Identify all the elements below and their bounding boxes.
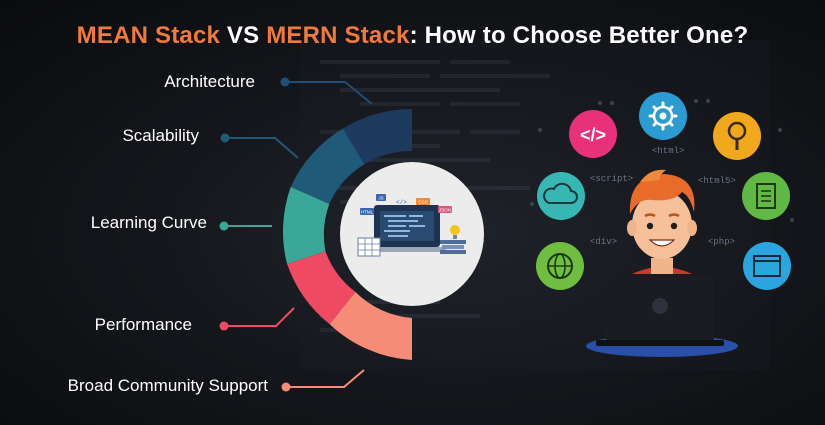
connector-dot-architecture — [280, 77, 290, 87]
window-icon — [743, 242, 791, 290]
connector-dot-performance — [219, 321, 229, 331]
document-icon — [742, 172, 790, 220]
code-brackets-icon: </> — [569, 110, 617, 158]
code-tag-script: <script> — [590, 174, 633, 184]
donut-segment-performance — [287, 251, 356, 325]
developer-laptop — [596, 274, 724, 346]
donut-segment-architecture — [342, 108, 412, 165]
globe-icon — [536, 242, 584, 290]
laptop-base — [368, 247, 446, 252]
code-tag-php: <php> — [708, 237, 735, 247]
code-tag-html: <html> — [652, 146, 684, 156]
calendar-icon — [357, 237, 381, 257]
connector-scalability — [225, 137, 299, 159]
tag-json: JSON — [439, 208, 451, 213]
developer-illustration: <html> <html5> <script> <div> <php> </> — [530, 92, 794, 357]
page-title: MEAN Stack VS MERN Stack: How to Choose … — [0, 22, 825, 50]
title-mern-stack: MERN Stack — [266, 22, 410, 49]
title-mean-stack: MEAN Stack — [76, 22, 221, 49]
cloud-icon — [537, 172, 585, 220]
gear-icon — [639, 92, 687, 140]
donut-segment-scalability — [290, 128, 365, 204]
feature-label-architecture: Architecture — [164, 72, 255, 91]
connector-dot-scalability — [220, 133, 230, 143]
connector-dot-community — [281, 382, 291, 392]
laptop-illustration: HTML JS CSS JSON </> — [357, 194, 466, 257]
lightbulb-icon — [450, 225, 460, 235]
feature-label-community: Broad Community Support — [67, 376, 268, 395]
title-subtitle: : How to Choose Better One? — [409, 22, 749, 49]
magnifier-icon — [713, 112, 761, 160]
code-tag-html5: <html5> — [698, 176, 736, 186]
code-brackets-small-icon: </> — [396, 199, 407, 206]
tag-html: HTML — [361, 210, 374, 215]
connector-performance — [224, 307, 295, 327]
svg-text:</>: </> — [580, 125, 606, 145]
feature-label-scalability: Scalability — [122, 126, 199, 145]
donut-segment-learning-curve — [283, 187, 330, 264]
connector-community — [286, 369, 365, 388]
feature-donut — [283, 108, 412, 360]
tag-css: CSS — [418, 200, 427, 205]
feature-connectors — [219, 77, 373, 392]
connector-dot-learning-curve — [219, 221, 229, 231]
donut-segment-community — [329, 291, 412, 360]
title-vs: VS — [220, 22, 267, 49]
connector-architecture — [285, 81, 373, 105]
feature-label-learning-curve: Learning Curve — [90, 213, 207, 232]
feature-label-performance: Performance — [94, 315, 192, 334]
tag-js: JS — [378, 196, 383, 201]
code-tag-div: <div> — [590, 237, 617, 247]
